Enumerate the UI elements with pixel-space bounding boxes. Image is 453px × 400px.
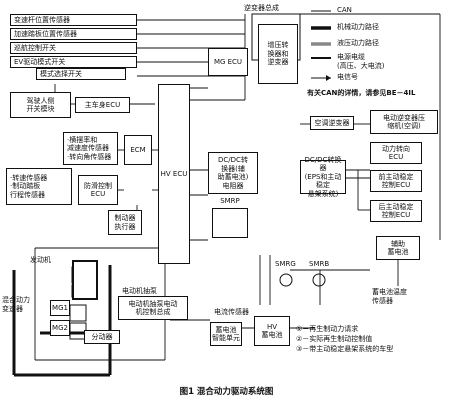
ecm: ECM [124, 135, 152, 165]
dcdc-converter-eps: DC/DC转换器 (EPS和主动稳定 悬架系统) [300, 156, 346, 198]
brake-actuator: 制动器 执行器 [108, 210, 142, 235]
figure-caption: 图1 混合动力驱动系统图 [179, 387, 274, 397]
speed-brake-sensors: ·转速传感器 ·制动踏板 行程传感器 [6, 168, 72, 205]
cruise-control-switch: 巡航控制开关 [10, 42, 137, 54]
mg2: MG2 [50, 320, 70, 336]
engine-block [72, 260, 98, 300]
transfer-case: 分动器 [84, 330, 120, 344]
power-steering-ecu: 动力转向 ECU [370, 142, 422, 164]
main-body-ecu: 主车身ECU [75, 97, 130, 113]
note-2: ②－实际再生制动控制值 [296, 335, 373, 343]
yaw-decel-steering-sensors: ·横摆率和 减速度传感器 ·转向角传感器 [63, 132, 118, 165]
skid-control-ecu: 防滑控制 ECU [78, 175, 118, 205]
hybrid-transmission-label: 混合动力 变速器 [2, 296, 30, 313]
legend-can-note: 有关CAN的详情，请参见BE－4IL [307, 89, 416, 97]
pump-motor-control: 电动机抽泵电动 机控制总成 [118, 296, 188, 320]
mode-select-switch: 模式选择开关 [36, 68, 126, 80]
electric-ac-compressor: 电动逆变器压 缩机(空调) [370, 110, 438, 134]
battery-temp-sensor: 蓄电池温度 传感器 [372, 288, 407, 305]
inverter-assembly-label: 逆变器总成 [244, 4, 279, 12]
shift-position-sensor: 变速杆位置传感器 [10, 14, 137, 26]
battery-smart-unit: 蓄电池 智能单元 [210, 322, 242, 346]
driver-seat-switch-module: 驾驶人侧 开关模块 [10, 92, 71, 118]
note-3: ③－带主动稳定悬架系统的车型 [296, 345, 394, 353]
relay-block [212, 208, 248, 238]
legend-power-cable: 电源电缆 (高压、大电流) [337, 53, 385, 70]
boost-converter-inverter: 增压转 换器和 逆变器 [258, 24, 298, 84]
current-sensor-label: 电流传感器 [214, 308, 249, 316]
hv-ecu: HV ECU [158, 84, 190, 264]
hv-battery: HV 蓄电池 [254, 316, 290, 346]
smrp-relay: SMRP [220, 196, 240, 205]
mg-ecu: MG ECU [208, 48, 248, 76]
dcdc-converter-main: DC/DC转 换器(辅 助蓄电池) 电阻器 [208, 152, 258, 194]
electric-pump-label: 电动机抽泵 [122, 287, 157, 295]
engine-label: 发动机 [30, 256, 51, 264]
ac-inverter: 空调逆变器 [310, 116, 354, 130]
accel-position-sensor: 加速踏板位置传感器 [10, 28, 137, 40]
auxiliary-battery: 辅助 蓄电池 [376, 236, 420, 260]
mg1: MG1 [50, 300, 70, 316]
legend-mechanical: 机械动力路径 [337, 23, 379, 31]
front-stabilizer-ecu: 前主动稳定 控制ECU [370, 170, 422, 192]
legend-hydraulic: 液压动力路径 [337, 39, 379, 47]
note-1: ①－再生制动力请求 [296, 325, 359, 333]
legend-can: CAN [337, 6, 352, 14]
legend-signal: 电信号 [337, 73, 358, 81]
rear-stabilizer-ecu: 后主动稳定 控制ECU [370, 200, 422, 222]
smrb-label: SMRB [309, 260, 330, 268]
ev-mode-switch: EV驱动模式开关 [10, 56, 137, 68]
smrg-label: SMRG [275, 260, 296, 268]
